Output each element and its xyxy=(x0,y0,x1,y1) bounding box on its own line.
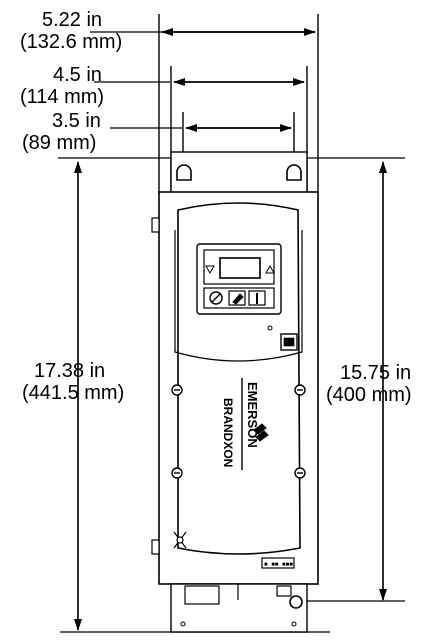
rating-label-text: ■ ■■ ■■■ xyxy=(264,561,293,568)
down-arrow-key xyxy=(205,265,215,275)
top-mounting-plate xyxy=(170,151,308,197)
comm-port-socket xyxy=(283,337,295,347)
mounting-width-imperial: 4.5 in xyxy=(53,64,102,86)
overall-height-label: 17.38 in (441.5 mm) xyxy=(22,360,125,404)
hole-spacing-metric: (89 mm) xyxy=(22,132,97,154)
cover-inner-line xyxy=(174,230,303,362)
keyhole-right xyxy=(286,164,302,181)
mode-key-glyph xyxy=(232,293,244,305)
keyhole-left xyxy=(176,164,192,181)
mounting-width-metric: (114 mm) xyxy=(20,86,105,108)
up-arrow-key xyxy=(265,264,275,274)
bottom-dot-right xyxy=(291,621,297,627)
hole-spacing-label: 3.5 in (89 mm) xyxy=(22,110,101,154)
keyhole-bottom xyxy=(289,595,303,609)
hinge-bottom-left xyxy=(151,539,160,555)
drive-enclosure xyxy=(151,151,319,633)
brand-name-vertical: EMERSON xyxy=(245,382,260,448)
mounting-height-label: 15.75 in (400 mm) xyxy=(326,362,412,406)
rating-label-box xyxy=(261,557,295,569)
warning-icon xyxy=(173,531,187,549)
status-led xyxy=(267,325,273,331)
hole-spacing-imperial: 3.5 in xyxy=(52,110,101,132)
stop-key-slash xyxy=(211,293,221,303)
bottom-dot-left xyxy=(180,621,186,627)
emerson-logo-icon xyxy=(253,423,269,442)
overall-width-imperial: 5.22 in xyxy=(42,9,103,31)
gland-left xyxy=(184,585,220,605)
overall-width-label: 5.22 in (132.6 mm) xyxy=(20,9,122,53)
display-window xyxy=(219,257,261,279)
overall-width-metric: (132.6 mm) xyxy=(20,31,123,53)
mounting-width-label: 4.5 in (114 mm) xyxy=(20,64,104,108)
mounting-height-imperial: 15.75 in xyxy=(340,362,412,384)
gland-right xyxy=(276,585,292,597)
mounting-height-metric: (400 mm) xyxy=(326,384,412,406)
brand-sub-vertical: BRANDXON xyxy=(221,398,235,467)
overall-height-metric: (441.5 mm) xyxy=(22,382,125,404)
overall-height-imperial: 17.38 in xyxy=(34,360,106,382)
hinge-top-left xyxy=(151,217,160,233)
